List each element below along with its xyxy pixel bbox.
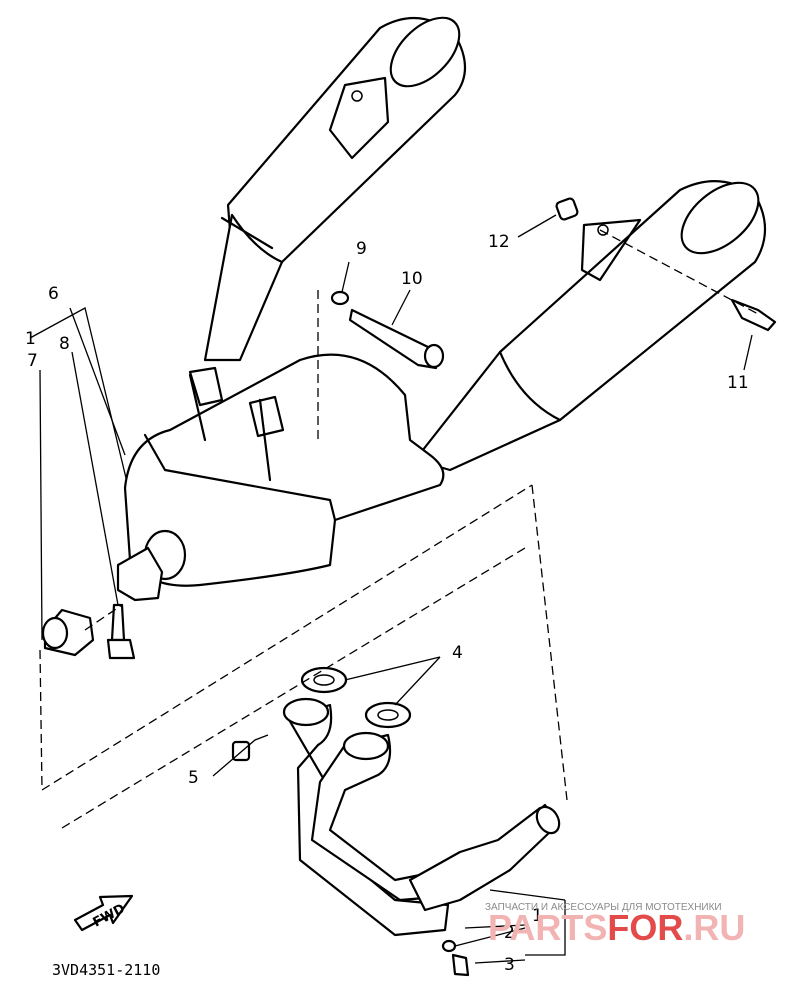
part-1-exhaust-pipe (282, 697, 561, 937)
callout-5: 5 (188, 768, 199, 788)
part-8-bolt (106, 603, 136, 660)
callout-4: 4 (452, 643, 463, 663)
fwd-arrow: FWD (73, 894, 134, 932)
callout-7: 7 (27, 351, 38, 371)
watermark: ЗАПЧАСТИ И АКСЕССУАРЫ ДЛЯ МОТОТЕХНИКИ PA… (485, 902, 745, 948)
part-9-washer (330, 290, 350, 306)
callout-1-lower: 1 (532, 906, 543, 926)
leader-lines (29, 214, 753, 964)
collector-chamber (116, 353, 445, 602)
part-2-washer (441, 939, 457, 953)
part-7-grommet (41, 608, 95, 657)
watermark-brand-mid: FOR (607, 907, 683, 948)
part-10-through-bolt (348, 308, 445, 370)
callout-2: 2 (504, 923, 515, 943)
callout-3: 3 (504, 955, 515, 975)
left-muffler (203, 16, 466, 362)
watermark-brand-tld: .RU (683, 907, 745, 948)
callout-8: 8 (59, 334, 70, 354)
watermark-brand: PARTSFOR.RU (488, 907, 745, 948)
callout-10: 10 (401, 269, 423, 289)
callout-1: 1 (25, 329, 36, 349)
callout-11: 11 (727, 373, 749, 393)
callout-9: 9 (356, 239, 367, 259)
callouts: 1 6 7 8 9 10 12 11 4 5 1 2 3 (25, 232, 749, 975)
watermark-tagline: ЗАПЧАСТИ И АКСЕССУАРЫ ДЛЯ МОТОТЕХНИКИ (485, 902, 722, 913)
part-3-bolt (451, 953, 470, 977)
part-12-nut (555, 197, 579, 221)
diagram-code: 3VD4351-2110 (52, 961, 160, 979)
callout-6: 6 (48, 284, 59, 304)
assembly-lines (39, 229, 761, 829)
right-muffler (413, 180, 766, 472)
part-4-gaskets (300, 666, 412, 729)
callout-12: 12 (488, 232, 510, 252)
watermark-brand-left: PARTS (488, 907, 607, 948)
part-11-bolt (730, 298, 777, 332)
